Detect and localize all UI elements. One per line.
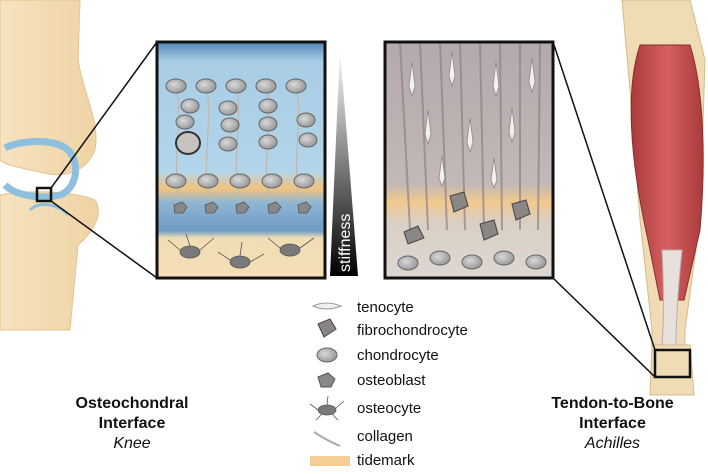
legend-item-osteoblast: osteoblast — [310, 370, 510, 394]
legend-label: tenocyte — [357, 299, 414, 316]
collagen-icon — [313, 431, 341, 447]
stiffness-gradient — [330, 48, 358, 276]
knee-zoom-box — [35, 186, 53, 203]
caption-title-line2: Interface — [98, 415, 166, 432]
legend-label: tidemark — [357, 452, 415, 469]
osteocyte-icon — [309, 395, 345, 421]
legend-label: fibrochondrocyte — [357, 322, 468, 339]
caption-title-line1: Osteochondral — [75, 395, 189, 412]
knee-illustration — [0, 0, 158, 331]
leg-illustration — [552, 0, 706, 396]
osteochondral-caption: Osteochondral Interface Knee — [52, 394, 212, 454]
legend-item-osteocyte: osteocyte — [310, 398, 510, 422]
caption-title-line2: Interface — [579, 415, 646, 432]
legend-label: chondrocyte — [357, 347, 439, 364]
legend-label: collagen — [357, 428, 413, 445]
legend-label: osteoblast — [357, 372, 426, 389]
chondrocyte-icon — [316, 347, 338, 363]
caption-subtitle: Knee — [113, 435, 151, 452]
achilles-zoom-box — [653, 348, 692, 379]
tendon-to-bone-caption: Tendon-to-Bone Interface Achilles — [525, 394, 700, 454]
osteochondral-inset — [157, 42, 325, 278]
stiffness-label: stiffness — [337, 214, 354, 272]
osteochondral-inset-frame — [155, 40, 327, 280]
fibrochondrocyte-icon — [317, 318, 337, 338]
caption-subtitle: Achilles — [584, 435, 641, 452]
caption-title-line1: Tendon-to-Bone — [551, 395, 674, 412]
legend-item-tenocyte: tenocyte — [310, 297, 510, 321]
tendon-to-bone-inset-frame — [383, 40, 555, 280]
legend-item-tidemark: tidemark — [310, 450, 510, 474]
legend-icons — [309, 302, 350, 466]
osteoblast-icon — [317, 372, 336, 388]
tendon-to-bone-inset — [385, 42, 553, 278]
legend-item-chondrocyte: chondrocyte — [310, 345, 510, 369]
legend-item-fibrochondrocyte: fibrochondrocyte — [310, 320, 510, 344]
tidemark-icon — [310, 456, 350, 466]
tenocyte-icon — [311, 302, 343, 310]
legend-label: osteocyte — [357, 400, 422, 417]
legend-item-collagen: collagen — [310, 426, 510, 450]
